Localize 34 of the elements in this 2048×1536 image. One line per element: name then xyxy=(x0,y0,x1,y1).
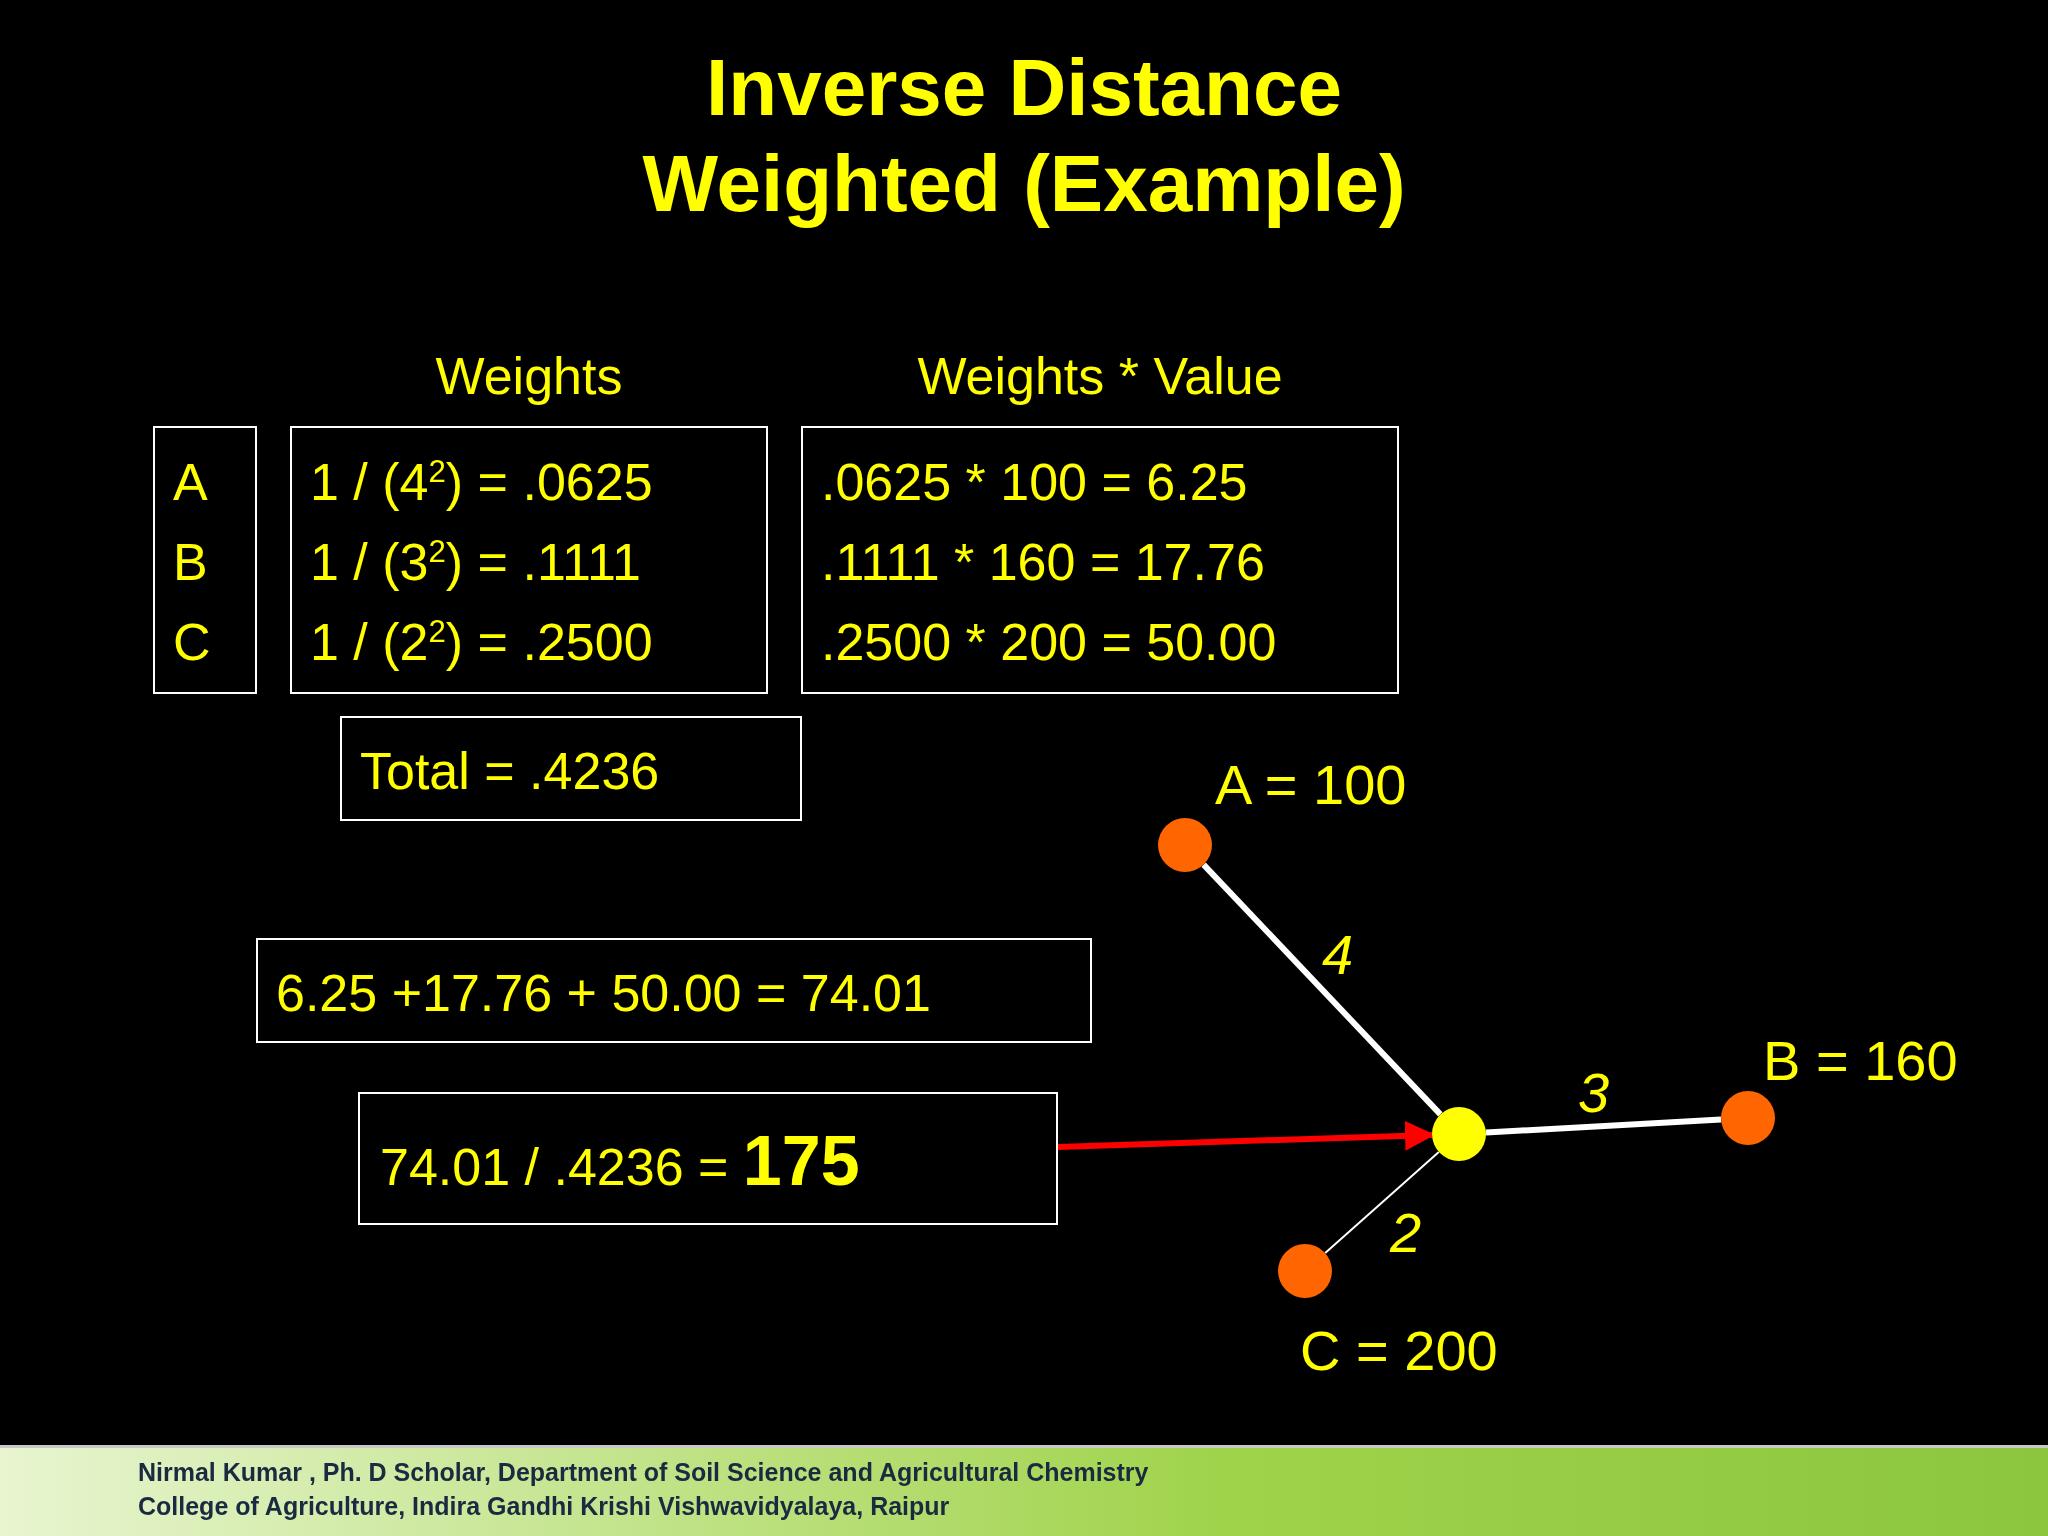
formula-text: A xyxy=(173,452,209,513)
formula-text: .0625 * 100 = 6.25 xyxy=(821,452,1249,513)
slide-title: Inverse Distance Weighted (Example) xyxy=(641,42,1407,230)
edge-label: 3 xyxy=(1578,1060,1610,1125)
distance-line xyxy=(1324,1150,1440,1255)
formula-text: 1 / (4$^{2}$) = .0625 xyxy=(310,452,654,513)
formula-text: 6.25 +17.76 + 50.00 = 74.01 xyxy=(276,962,932,1024)
point-marker xyxy=(1158,818,1212,872)
formula-text: .2500 * 200 = 50.00 xyxy=(821,612,1278,673)
point-marker xyxy=(1278,1244,1332,1298)
formula-box xyxy=(340,716,802,821)
point-label: B = 160 xyxy=(1763,1028,1958,1093)
column-heading: Weights xyxy=(434,346,624,406)
footer-text: Nirmal Kumar , Ph. D Scholar, Department of Soil Science and Agricultural Chemistry xyxy=(138,1458,1149,1487)
column-heading: Weights * Value xyxy=(916,346,1284,406)
edge-label: 4 xyxy=(1322,922,1354,987)
distance-line xyxy=(1201,862,1443,1117)
formula-text: 74.01 / .4236 = 175 xyxy=(380,1120,861,1202)
point-marker xyxy=(1432,1107,1486,1161)
distance-line xyxy=(1485,1116,1722,1136)
formula-text: Total = .4236 xyxy=(360,740,661,802)
formula-text: 1 / (3$^{2}$) = .1111 xyxy=(310,532,642,593)
formula-text: C xyxy=(173,612,212,673)
edge-label: 2 xyxy=(1390,1200,1422,1265)
formula-text: .1111 * 160 = 17.76 xyxy=(821,532,1266,593)
formula-box xyxy=(256,938,1092,1043)
footer-text: College of Agriculture, Indira Gandhi Krishi Vishwavidyalaya, Raipur xyxy=(138,1492,950,1521)
formula-text: 1 / (2$^{2}$) = .2500 xyxy=(310,612,654,673)
point-label: A = 100 xyxy=(1215,752,1407,817)
formula-box xyxy=(153,426,257,694)
point-label: C = 200 xyxy=(1300,1318,1498,1383)
formula-box xyxy=(358,1092,1058,1225)
formula-text: B xyxy=(173,532,209,593)
point-marker xyxy=(1721,1091,1775,1145)
